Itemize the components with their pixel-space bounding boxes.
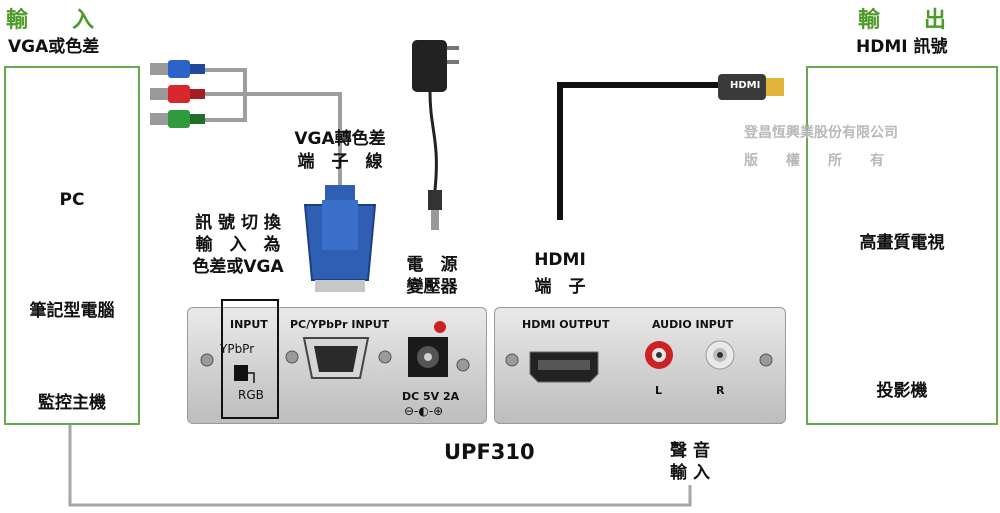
- panel-dc-label: DC 5V 2A: [402, 390, 460, 403]
- power-note-1: 電 源: [406, 255, 458, 275]
- panel-ypbpr-label: YPbPr: [220, 342, 255, 356]
- input-title: 輸 入: [6, 8, 95, 33]
- panel-r-label: R: [716, 384, 725, 397]
- dc-polarity-icon: ⊖-◐-⊕: [404, 404, 444, 418]
- watermark-line-1: 登昌恆興業股份有限公司: [744, 125, 898, 141]
- hdmi-note-1: HDMI: [534, 250, 586, 270]
- audio-r-jack: [705, 340, 735, 370]
- hdmi-plug-label: HDMI: [730, 80, 761, 91]
- switch-note-2: 輸 入 為: [195, 235, 281, 255]
- power-note-2: 變壓器: [406, 277, 458, 297]
- switch-note-3: 色差或VGA: [192, 257, 284, 277]
- panel-hdmi-output-label: HDMI OUTPUT: [522, 318, 610, 331]
- device-label-laptop: 筆記型電腦: [29, 301, 115, 321]
- output-title: 輸 出: [858, 8, 947, 33]
- audio-l-jack: [645, 341, 673, 369]
- power-adapter: [412, 40, 459, 230]
- input-switch-box: [221, 299, 279, 419]
- hdmi-note-2: 端 子: [534, 277, 586, 297]
- panel-pc-input-label: PC/YPbPr INPUT: [290, 318, 390, 331]
- panel-input-label: INPUT: [230, 318, 268, 331]
- switch-knob: [234, 365, 248, 381]
- hdmi-plug: [718, 74, 784, 100]
- device-label-projector: 投影機: [876, 381, 928, 401]
- input-devices-box: [4, 66, 140, 425]
- input-subtitle: VGA或色差: [8, 37, 100, 57]
- panel-rgb-label: RGB: [238, 388, 264, 402]
- device-label-dvr: 監控主機: [38, 393, 106, 413]
- model-name: UPF310: [444, 440, 535, 464]
- vga-connector: [303, 185, 377, 292]
- vga-cable-note-1: VGA轉色差: [294, 129, 386, 149]
- switch-note-1: 訊 號 切 換: [195, 213, 281, 233]
- watermark-line-2: 版 權 所 有: [744, 153, 884, 169]
- device-label-pc: PC: [59, 190, 85, 210]
- output-subtitle: HDMI 訊號: [856, 37, 948, 57]
- rca-plug-green: [150, 110, 205, 128]
- output-devices-box: [806, 66, 998, 425]
- audio-note-2: 輸 入: [670, 463, 710, 483]
- audio-note-1: 聲 音: [670, 441, 710, 461]
- dc-jack: [408, 321, 448, 377]
- vga-cable-note-2: 端 子 線: [297, 152, 383, 172]
- rca-plug-blue: [150, 60, 205, 78]
- hdmi-output-port: [529, 351, 599, 383]
- rca-plug-red: [150, 85, 205, 103]
- vga-port: [285, 337, 392, 379]
- panel-l-label: L: [655, 384, 663, 397]
- device-label-tv: 高畫質電視: [859, 233, 945, 253]
- panel-audio-input-label: AUDIO INPUT: [652, 318, 734, 331]
